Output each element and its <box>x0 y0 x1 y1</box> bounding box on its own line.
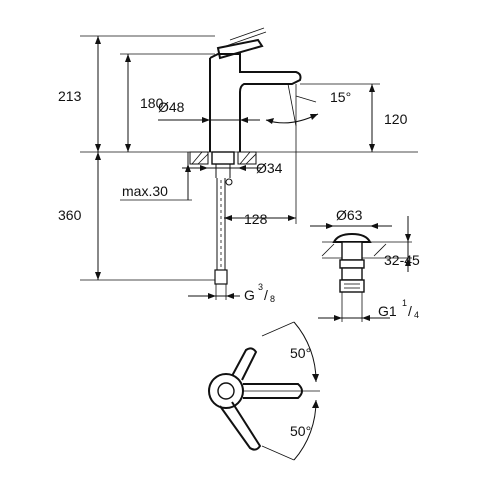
waste-diameter-label: Ø63 <box>336 207 363 223</box>
spout-height-dimension: 180 <box>120 53 215 152</box>
deck-section <box>189 151 257 186</box>
spout-angle-dimension: 15° <box>265 89 351 124</box>
reach-dimension: 128 <box>224 128 297 227</box>
body-diameter-dimension: Ø48 <box>158 99 260 123</box>
waste-diameter-dimension: Ø63 <box>310 207 392 229</box>
lever-top-view: 50° 50° <box>208 321 320 461</box>
svg-text:/: / <box>408 303 412 319</box>
flexible-hose <box>214 178 228 285</box>
total-height-label: 213 <box>58 88 82 104</box>
spout-height-label: 180 <box>140 95 164 111</box>
faucet-body <box>209 27 302 152</box>
waste-thread-dimension: G1 1 / 4 <box>318 292 419 322</box>
outlet-height-label: 120 <box>384 111 408 127</box>
lever-angle-top-label: 50° <box>290 345 311 361</box>
waste-thread-sub-label: 4 <box>414 310 419 320</box>
waste-range-label: 32-45 <box>384 252 420 268</box>
waste-range-dimension: 32-45 <box>384 216 420 272</box>
hole-diameter-label: Ø34 <box>256 160 283 176</box>
lever-angle-bottom-label: 50° <box>290 423 311 439</box>
svg-text:/: / <box>264 287 268 303</box>
max-deck-label: max.30 <box>122 183 168 199</box>
connection-sub-label: 8 <box>270 294 275 304</box>
waste-valve <box>321 232 390 293</box>
hose-length-label: 360 <box>58 207 82 223</box>
spout-angle-label: 15° <box>330 89 351 105</box>
connection-thread-dimension: G 3 / 8 <box>188 282 275 304</box>
total-height-dimension: 213 <box>58 35 215 152</box>
reach-label: 128 <box>244 211 268 227</box>
connection-sup-label: 3 <box>258 282 263 292</box>
max-deck-dimension: max.30 <box>120 152 192 201</box>
waste-thread-main-label: G1 <box>378 303 397 319</box>
outlet-height-dimension: 120 <box>300 83 408 152</box>
hose-length-dimension: 360 <box>58 152 215 281</box>
hole-diameter-dimension: Ø34 <box>182 160 283 176</box>
body-diameter-label: Ø48 <box>158 99 185 115</box>
waste-thread-sup-label: 1 <box>402 298 407 308</box>
connection-main-label: G <box>244 287 255 303</box>
